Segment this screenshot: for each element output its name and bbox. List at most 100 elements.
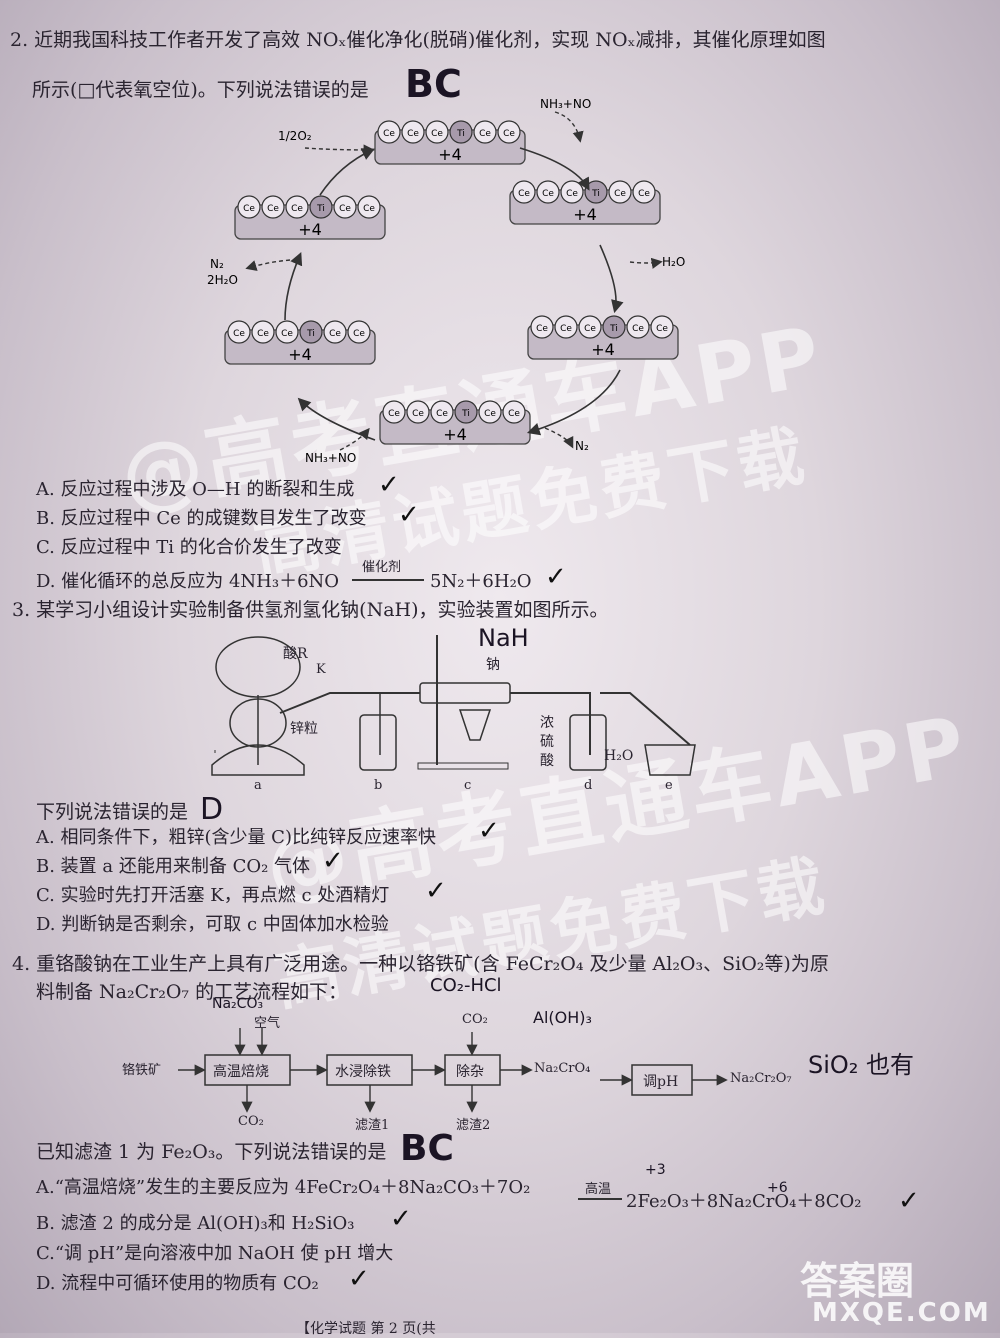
- oxidation-state-note: +4: [591, 340, 615, 359]
- q2-option-d: D. 催化循环的总反应为 4NH₃＋6NO: [36, 571, 340, 592]
- atom-label: Ce: [584, 324, 596, 334]
- q4-stem-line2: 料制备 Na₂Cr₂O₇ 的工艺流程如下：: [36, 981, 348, 1003]
- q4-flow-residue1: 滤渣1: [355, 1118, 390, 1133]
- ce-atom: [478, 400, 502, 424]
- q3-label-conc: 浓: [540, 715, 554, 731]
- atom-label: Ce: [508, 409, 520, 419]
- footer-url: MXQE.COM: [812, 1298, 991, 1328]
- q3-label-sulfur: 硫: [540, 734, 554, 750]
- atom-label: Ti: [306, 329, 315, 339]
- q3-option-c: C. 实验时先打开活塞 K，再点燃 c 处酒精灯: [36, 885, 390, 906]
- q4-flow-box4: 调pH: [643, 1074, 679, 1090]
- ce-atom: [357, 195, 381, 219]
- check-icon: ✓: [545, 562, 567, 592]
- ti-atom: [602, 315, 626, 339]
- atom-label: Ce: [614, 189, 626, 199]
- footer-logo: 答案圈: [800, 1259, 915, 1303]
- q4-flow-product: Na₂Cr₂O₇: [730, 1071, 792, 1086]
- q4-known: 已知滤渣 1 为 Fe₂O₃。下列说法错误的是: [36, 1141, 387, 1163]
- oxidation-state-note: +4: [438, 145, 462, 164]
- q4-flow-air: 空气: [254, 1016, 281, 1031]
- q2-option-d-products: 5N₂＋6H₂O: [430, 571, 532, 592]
- oxidation-state-note: +4: [288, 345, 312, 364]
- check-icon: ✓: [378, 470, 400, 500]
- q2-option-b: B. 反应过程中 Ce 的成键数目发生了改变: [36, 508, 367, 529]
- q3-label-acid: 酸R: [283, 646, 308, 662]
- q3-answer-mark: D: [200, 792, 224, 827]
- ce-atom: [227, 320, 251, 344]
- ti-atom: [454, 400, 478, 424]
- q4-flow-co2-out: CO₂: [238, 1114, 264, 1129]
- ce-atom: [261, 195, 285, 219]
- q3-label-k: K: [316, 662, 326, 677]
- ce-atom: [406, 400, 430, 424]
- ti-atom: [584, 180, 608, 204]
- ti-atom: [309, 195, 333, 219]
- ce-atom: [626, 315, 650, 339]
- atom-label: Ce: [479, 129, 491, 139]
- q4-hand-note-plus3: +3: [645, 1162, 666, 1178]
- ce-atom: [502, 400, 526, 424]
- atom-label: Ce: [257, 329, 269, 339]
- q4-flow-co2-in: CO₂: [462, 1012, 488, 1027]
- q4-hand-note-plus6: +6: [767, 1180, 788, 1196]
- ti-atom: [299, 320, 323, 344]
- q3-label-b: b: [374, 778, 383, 793]
- q4-flow-box1: 高温焙烧: [213, 1064, 269, 1080]
- q2-label-nh3-no-top: NH₃+NO: [540, 97, 591, 111]
- q3-hand-nah: NaH: [478, 624, 529, 652]
- atom-label: Ce: [281, 329, 293, 339]
- atom-label: Ce: [353, 329, 365, 339]
- q2-option-a: A. 反应过程中涉及 O—H 的断裂和生成: [36, 479, 355, 500]
- ce-atom: [578, 315, 602, 339]
- q3-label-a: a: [254, 778, 262, 793]
- atom-label: Ce: [233, 329, 245, 339]
- atom-label: Ce: [536, 324, 548, 334]
- q2-label-n2: N₂: [575, 439, 589, 453]
- q4-gaowen-line: [578, 1198, 622, 1200]
- atom-label: Ce: [383, 129, 395, 139]
- q3-label-c: c: [464, 778, 472, 793]
- q4-option-b: B. 滤渣 2 的成分是 Al(OH)₃和 H₂SiO₃: [36, 1213, 355, 1234]
- atom-label: Ce: [518, 189, 530, 199]
- q4-stem-line1: 4. 重铬酸钠在工业生产上具有广泛用途。一种以铬铁矿(含 FeCr₂O₄ 及少量…: [12, 953, 829, 975]
- q4-flow-mid: Na₂CrO₄: [534, 1061, 591, 1076]
- q2-option-c: C. 反应过程中 Ti 的化合价发生了改变: [36, 537, 342, 558]
- q3-label-d: d: [584, 778, 593, 793]
- atom-label: Ce: [436, 409, 448, 419]
- atom-label: Ce: [363, 204, 375, 214]
- q4-flow-raw: 铬铁矿: [122, 1063, 162, 1078]
- atom-label: Ce: [329, 329, 341, 339]
- q4-option-a: A.“高温焙烧”发生的主要反应为 4FeCr₂O₄＋8Na₂CO₃＋7O₂: [36, 1177, 531, 1198]
- q3-option-a: A. 相同条件下，粗锌(含少量 C)比纯锌反应速率快: [36, 827, 436, 848]
- atom-label: Ce: [291, 204, 303, 214]
- atom-label: Ce: [267, 204, 279, 214]
- check-icon: ✓: [322, 846, 344, 876]
- q2-label-nh3-no-bottom: NH₃+NO: [305, 451, 356, 465]
- footer-page-label: 【化学试题 第 2 页(共: [296, 1321, 436, 1337]
- q4-flow-residue2: 滤渣2: [456, 1118, 491, 1133]
- ce-atom: [251, 320, 275, 344]
- ce-atom: [275, 320, 299, 344]
- q4-flow-box2: 水浸除铁: [335, 1064, 391, 1080]
- q4-hand-note-na2co3: Na₂CO₃: [212, 996, 264, 1012]
- atom-label: Ce: [388, 409, 400, 419]
- q3-label-e: e: [665, 778, 673, 793]
- atom-label: Ce: [503, 129, 515, 139]
- q4-option-d: D. 流程中可循环使用的物质有 CO₂: [36, 1273, 319, 1294]
- atom-label: Ce: [243, 204, 255, 214]
- ce-atom: [237, 195, 261, 219]
- atom-label: Ti: [609, 324, 618, 334]
- check-icon: ✓: [478, 816, 500, 846]
- ce-atom: [425, 120, 449, 144]
- ce-atom: [333, 195, 357, 219]
- ce-atom: [650, 315, 674, 339]
- q4-option-c: C.“调 pH”是向溶液中加 NaOH 使 pH 增大: [36, 1243, 394, 1264]
- atom-label: Ce: [412, 409, 424, 419]
- atom-label: Ce: [638, 189, 650, 199]
- ce-atom: [401, 120, 425, 144]
- q4-flow-box3: 除杂: [456, 1064, 484, 1080]
- check-icon: ✓: [425, 876, 447, 906]
- q2-label-n2-left: N₂: [210, 257, 224, 271]
